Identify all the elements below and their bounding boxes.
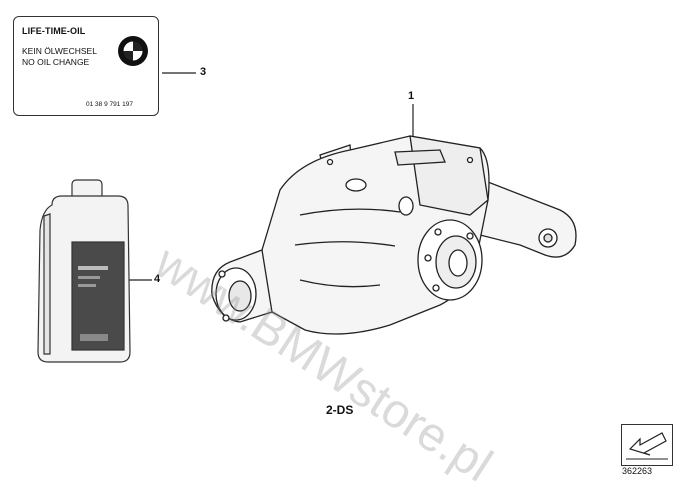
oil-label-card: LIFE-TIME-OIL KEIN ÖLWECHSEL NO OIL CHAN…: [13, 16, 159, 116]
label-part-number: 01 38 9 791 197: [86, 101, 133, 108]
rear-differential-illustration: [211, 135, 577, 335]
bmw-logo-icon: [118, 36, 148, 66]
label-line-german: KEIN ÖLWECHSEL: [22, 46, 97, 56]
variant-code: 2-DS: [326, 403, 354, 417]
callout-3: 3: [200, 66, 207, 78]
diagram-reference-number: 362263: [622, 466, 653, 476]
callout-1: 1: [408, 90, 415, 102]
diagram-reference-box: [621, 424, 673, 466]
callout-4: 4: [154, 273, 161, 285]
label-line-english: NO OIL CHANGE: [22, 57, 90, 67]
label-title: LIFE-TIME-OIL: [22, 26, 86, 36]
arrow-icon: [626, 432, 668, 460]
oil-bottle-illustration: [37, 179, 131, 363]
